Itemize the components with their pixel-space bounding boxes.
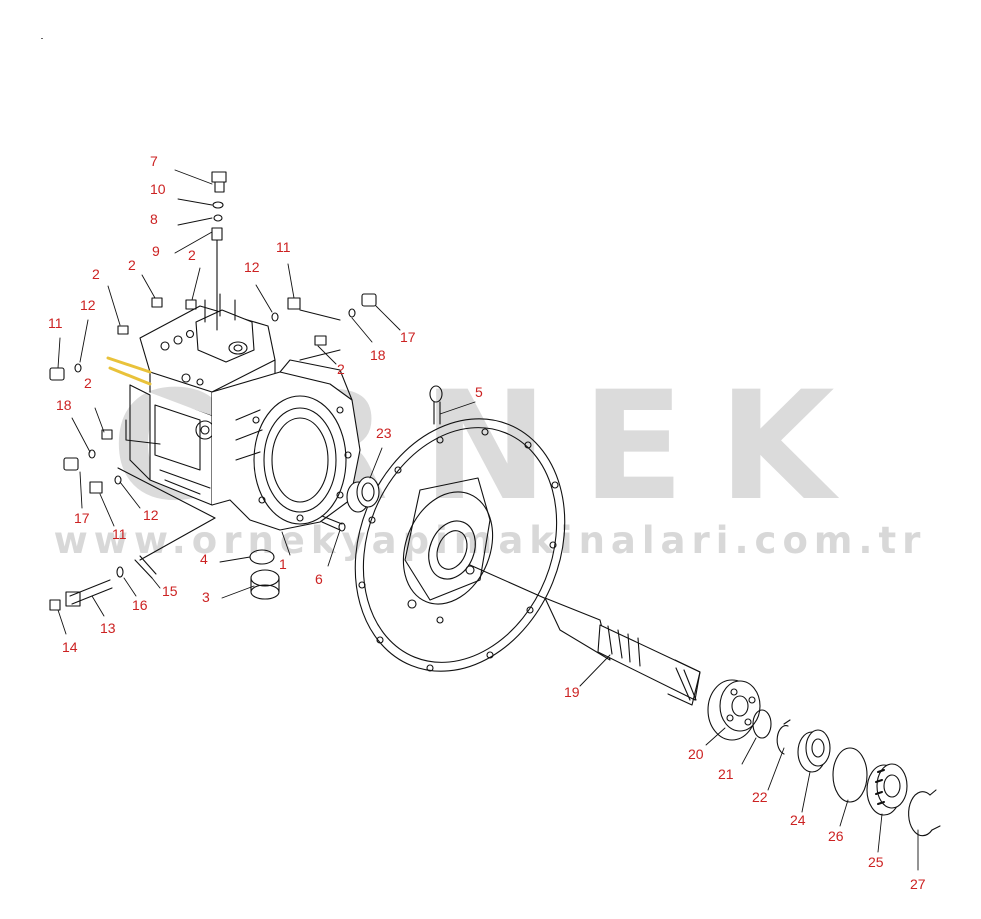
seal — [797, 729, 831, 773]
callout-10: 10 — [150, 181, 166, 197]
callout-5: 5 — [475, 384, 483, 400]
callout-8: 8 — [150, 211, 158, 227]
callout-21: 21 — [718, 766, 734, 782]
callout-24: 24 — [790, 812, 806, 828]
callout-4: 4 — [200, 551, 208, 567]
callout-12: 12 — [80, 297, 96, 313]
callout-25: 25 — [868, 854, 884, 870]
callout-13: 13 — [100, 620, 116, 636]
pump-housing — [106, 293, 361, 561]
coupling — [707, 679, 761, 741]
callout-3: 3 — [202, 589, 210, 605]
callout-12: 12 — [143, 507, 159, 523]
o-ring — [832, 747, 868, 803]
callout-7: 7 — [150, 153, 158, 169]
callout-15: 15 — [162, 583, 178, 599]
callout-14: 14 — [62, 639, 78, 655]
bearing — [866, 763, 908, 816]
callout-2: 2 — [92, 266, 100, 282]
flywheel-plate — [354, 418, 566, 672]
callout-17: 17 — [400, 329, 416, 345]
callout-26: 26 — [828, 828, 844, 844]
callout-20: 20 — [688, 746, 704, 762]
callout-23: 23 — [376, 425, 392, 441]
callout-2: 2 — [188, 247, 196, 263]
callout-2: 2 — [128, 257, 136, 273]
callout-11: 11 — [112, 526, 127, 542]
callout-18: 18 — [370, 347, 386, 363]
leader-lines — [57, 169, 919, 871]
stray-dot — [41, 38, 43, 39]
rings — [752, 709, 791, 755]
callout-27: 27 — [910, 876, 926, 892]
callout-1: 1 — [279, 556, 287, 572]
callout-12: 12 — [244, 259, 260, 275]
callout-11: 11 — [276, 239, 291, 255]
callout-2: 2 — [337, 361, 345, 377]
callout-6: 6 — [315, 571, 323, 587]
callout-19: 19 — [564, 684, 580, 700]
callout-9: 9 — [152, 243, 160, 259]
snap-ring — [908, 789, 941, 837]
callout-2: 2 — [84, 375, 92, 391]
eye-bolt — [429, 385, 443, 425]
callout-17: 17 — [74, 510, 90, 526]
callout-11: 11 — [48, 315, 63, 331]
callout-22: 22 — [752, 789, 768, 805]
callout-18: 18 — [56, 397, 72, 413]
bushing — [346, 476, 380, 513]
callout-16: 16 — [132, 597, 148, 613]
drive-shaft — [469, 564, 701, 706]
